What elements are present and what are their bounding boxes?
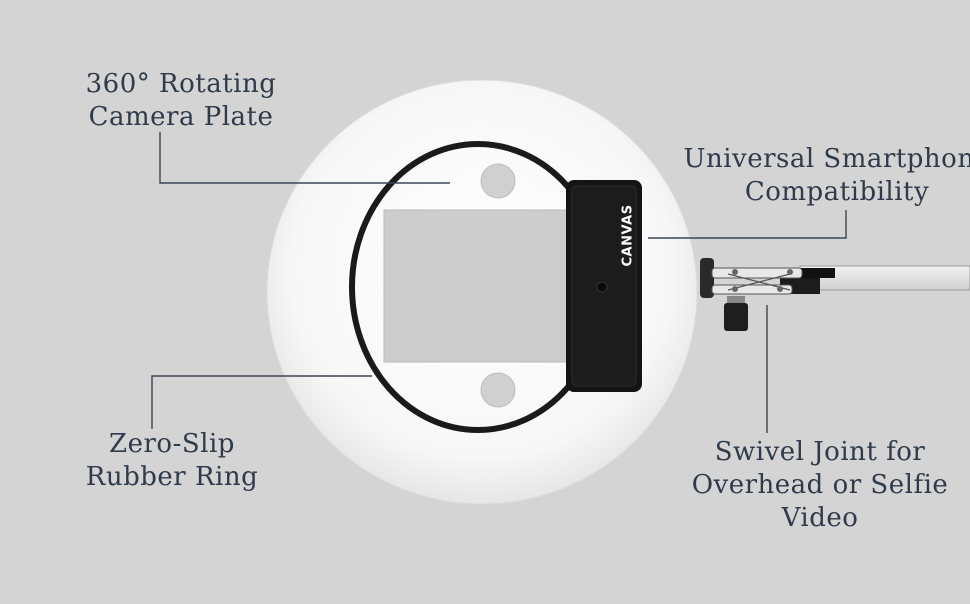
leader-lines (151, 132, 847, 433)
callout-rubber-ring: Zero-Slip Rubber Ring (72, 428, 272, 494)
callout-smartphone: Universal Smartphone Compatibility (672, 143, 970, 209)
callout-swivel-line1: Swivel Joint for (714, 437, 926, 467)
callout-swivel-line2: Overhead or Selfie (691, 470, 949, 500)
callout-camera-plate-line1: 360° Rotating (85, 69, 277, 99)
center-window (383, 209, 575, 363)
callout-camera-plate: 360° Rotating Camera Plate (76, 68, 286, 134)
holder-button-icon (596, 281, 608, 293)
mount-hole-bottom (480, 372, 516, 408)
boom-arm (780, 265, 970, 294)
callout-swivel: Swivel Joint for Overhead or Selfie Vide… (690, 436, 950, 535)
mount-hole-top (480, 163, 516, 199)
leader-line-camera-plate (159, 132, 450, 184)
phone-holder (566, 180, 642, 392)
swivel-joint (700, 258, 803, 331)
leader-line-rubber-ring (151, 375, 372, 429)
callout-rubber-ring-line2: Rubber Ring (85, 462, 259, 492)
callout-smartphone-line2: Compatibility (744, 177, 930, 207)
callout-rubber-ring-line1: Zero-Slip (109, 429, 235, 459)
callout-swivel-line3: Video (781, 503, 859, 533)
leader-line-smartphone (648, 210, 847, 239)
brand-logo: CANVAS (620, 204, 636, 267)
callout-camera-plate-line2: Camera Plate (88, 102, 274, 132)
callout-smartphone-line1: Universal Smartphone (683, 144, 970, 174)
